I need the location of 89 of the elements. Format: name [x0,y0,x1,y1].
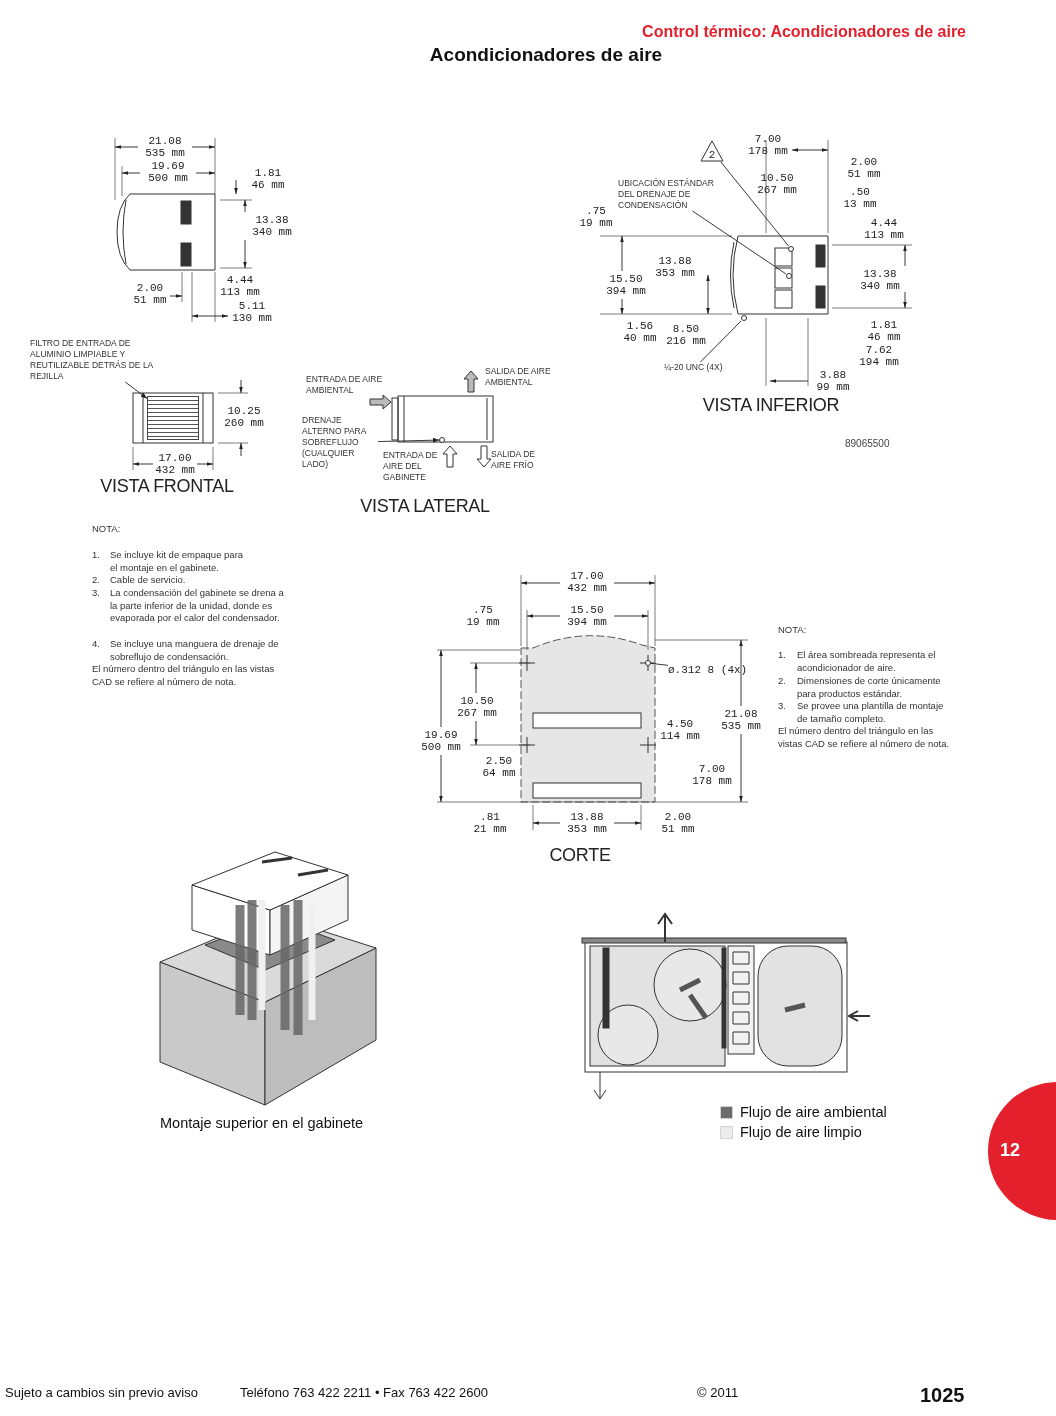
dimension-text: 10.25 260 mm [223,405,265,429]
note-text: 1. [92,549,100,562]
dimension-text: 13.38 340 mm [251,214,293,238]
note-text: El número dentro del triángulo en las vistas CAD se refiere al número de nota. [92,663,276,688]
dimension-text: 13.88 353 mm [566,811,608,835]
callout-text: UBICACIÓN ESTÁNDAR DEL DRENAJE DE CONDENSACIÓN [618,178,718,211]
dimension-text: 1.81 46 mm [250,167,286,191]
page-tab-number: 12 [1000,1140,1020,1161]
leader-line [700,320,742,363]
drawing-number: 89065500 [845,438,890,449]
dimension-text: 2.00 51 mm [846,156,882,180]
legend-text: Flujo de aire ambiental [740,1104,887,1120]
dimension-text: 2.00 51 mm [660,811,696,835]
airflow-label: ENTRADA DE AIRE AMBIENTAL [306,374,384,396]
section-header: Control térmico: Acondicionadores de aire [642,23,966,41]
callout-text: ¼-20 UNC (4X) [664,362,726,373]
note-text: 1. [778,649,786,662]
page-title: Acondicionadores de aire [428,44,664,66]
note-text: 3. [92,587,100,600]
dimension-text: 3.88 99 mm [815,369,851,393]
note-text: Se incluye una manguera de drenaje de sobreflujo de condensación. [110,638,280,663]
dimension-text: 7.00 178 mm [691,763,733,787]
view-title: VISTA INFERIOR [702,395,840,416]
dimension-text: 7.00 178 mm [747,133,789,157]
note-text: Dimensiones de corte únicamente para productos estándar. [797,675,942,700]
dimension-text: 4.44 113 mm [863,217,905,241]
point-marker [788,246,794,252]
dimension-text: 4.44 113 mm [219,274,261,298]
dimension-text: .75 19 mm [465,604,501,628]
callout-text: DRENAJE ALTERNO PARA SOBREFLUJO (CUALQUIER LADO) [302,415,378,470]
note-number: 2 [708,149,716,162]
note-text: Se provee una plantilla de montaje de tamaño completo. [797,700,945,725]
airflow-label: SALIDA DE AIRE FRÍO [491,449,536,471]
dimension-text: 15.50 394 mm [566,604,608,628]
note-text: Se incluye kit de empaque para el montaje en el gabinete. [110,549,245,574]
dimension-text: ø.312 8 (4x) [668,664,748,676]
dimension-text: 10.50 267 mm [456,695,498,719]
callout-text: FILTRO DE ENTRADA DE ALUMINIO LIMPIABLE Y REUTILIZABLE DETRÁS DE LA REJILLA [30,338,162,382]
note-text: La condensación del gabinete se drena a la parte inferior de la unidad, donde es evaporada por el calor del condensador. [110,587,285,625]
dimension-text: 1.81 46 mm [866,319,902,343]
point-marker [439,437,445,443]
dimension-text: 19.69 500 mm [420,729,462,753]
view-title: CORTE [549,845,611,866]
dimension-text: 21.08 535 mm [720,708,762,732]
legend-text: Flujo de aire limpio [740,1124,862,1140]
note-text: NOTA: [778,624,807,637]
airflow-label: SALIDA DE AIRE AMBIENTAL [485,366,552,388]
dimension-text: 21.08 535 mm [144,135,186,159]
dimension-text: 19.69 500 mm [147,160,189,184]
note-text: El área sombreada representa el acondicionador de aire. [797,649,937,674]
dimension-text: .75 19 mm [578,205,614,229]
note-text: 2. [92,574,100,587]
leader-line [692,210,787,275]
note-text: El número dentro del triángulo en las vistas CAD se refiere al número de nota. [778,725,951,750]
point-marker [645,660,651,666]
filter-grille [147,396,199,440]
dimension-text: 15.50 394 mm [605,273,647,297]
note-text: Cable de servicio. [110,574,187,587]
dimension-text: .81 21 mm [472,811,508,835]
leader-line [720,161,790,247]
dimension-text: 1.56 40 mm [622,320,658,344]
page-number: 1025 [920,1384,965,1407]
dimension-text: 17.00 432 mm [154,452,196,476]
view-title: VISTA LATERAL [360,496,490,517]
dimension-text: 13.38 340 mm [859,268,901,292]
dimension-text: 2.50 64 mm [481,755,517,779]
dimension-text: 8.50 216 mm [665,323,707,347]
note-text: 4. [92,638,100,651]
note-text: 2. [778,675,786,688]
dimension-text: 10.50 267 mm [756,172,798,196]
dimension-text: 17.00 432 mm [566,570,608,594]
dimension-text: 5.11 130 mm [231,300,273,324]
point-marker [786,273,792,279]
dimension-text: 13.88 353 mm [654,255,696,279]
view-title: VISTA FRONTAL [100,476,234,497]
dimension-text: .50 13 mm [842,186,878,210]
dimension-text: 7.62 194 mm [858,344,900,368]
footer-text: Sujeto a cambios sin previo aviso [5,1385,198,1400]
footer-text: Teléfono 763 422 2211 • Fax 763 422 2600 [240,1385,488,1400]
leader-line [650,662,669,666]
dimension-text: 2.00 51 mm [132,282,168,306]
note-text: NOTA: [92,523,121,536]
note-triangle [700,140,724,162]
dimension-text: 4.50 114 mm [659,718,701,742]
airflow-label: ENTRADA DE AIRE DEL GABINETE [383,450,439,483]
point-marker [741,315,747,321]
figure-caption: Montaje superior en el gabinete [160,1115,364,1131]
note-text: 3. [778,700,786,713]
footer-text: © 2011 [697,1385,739,1400]
